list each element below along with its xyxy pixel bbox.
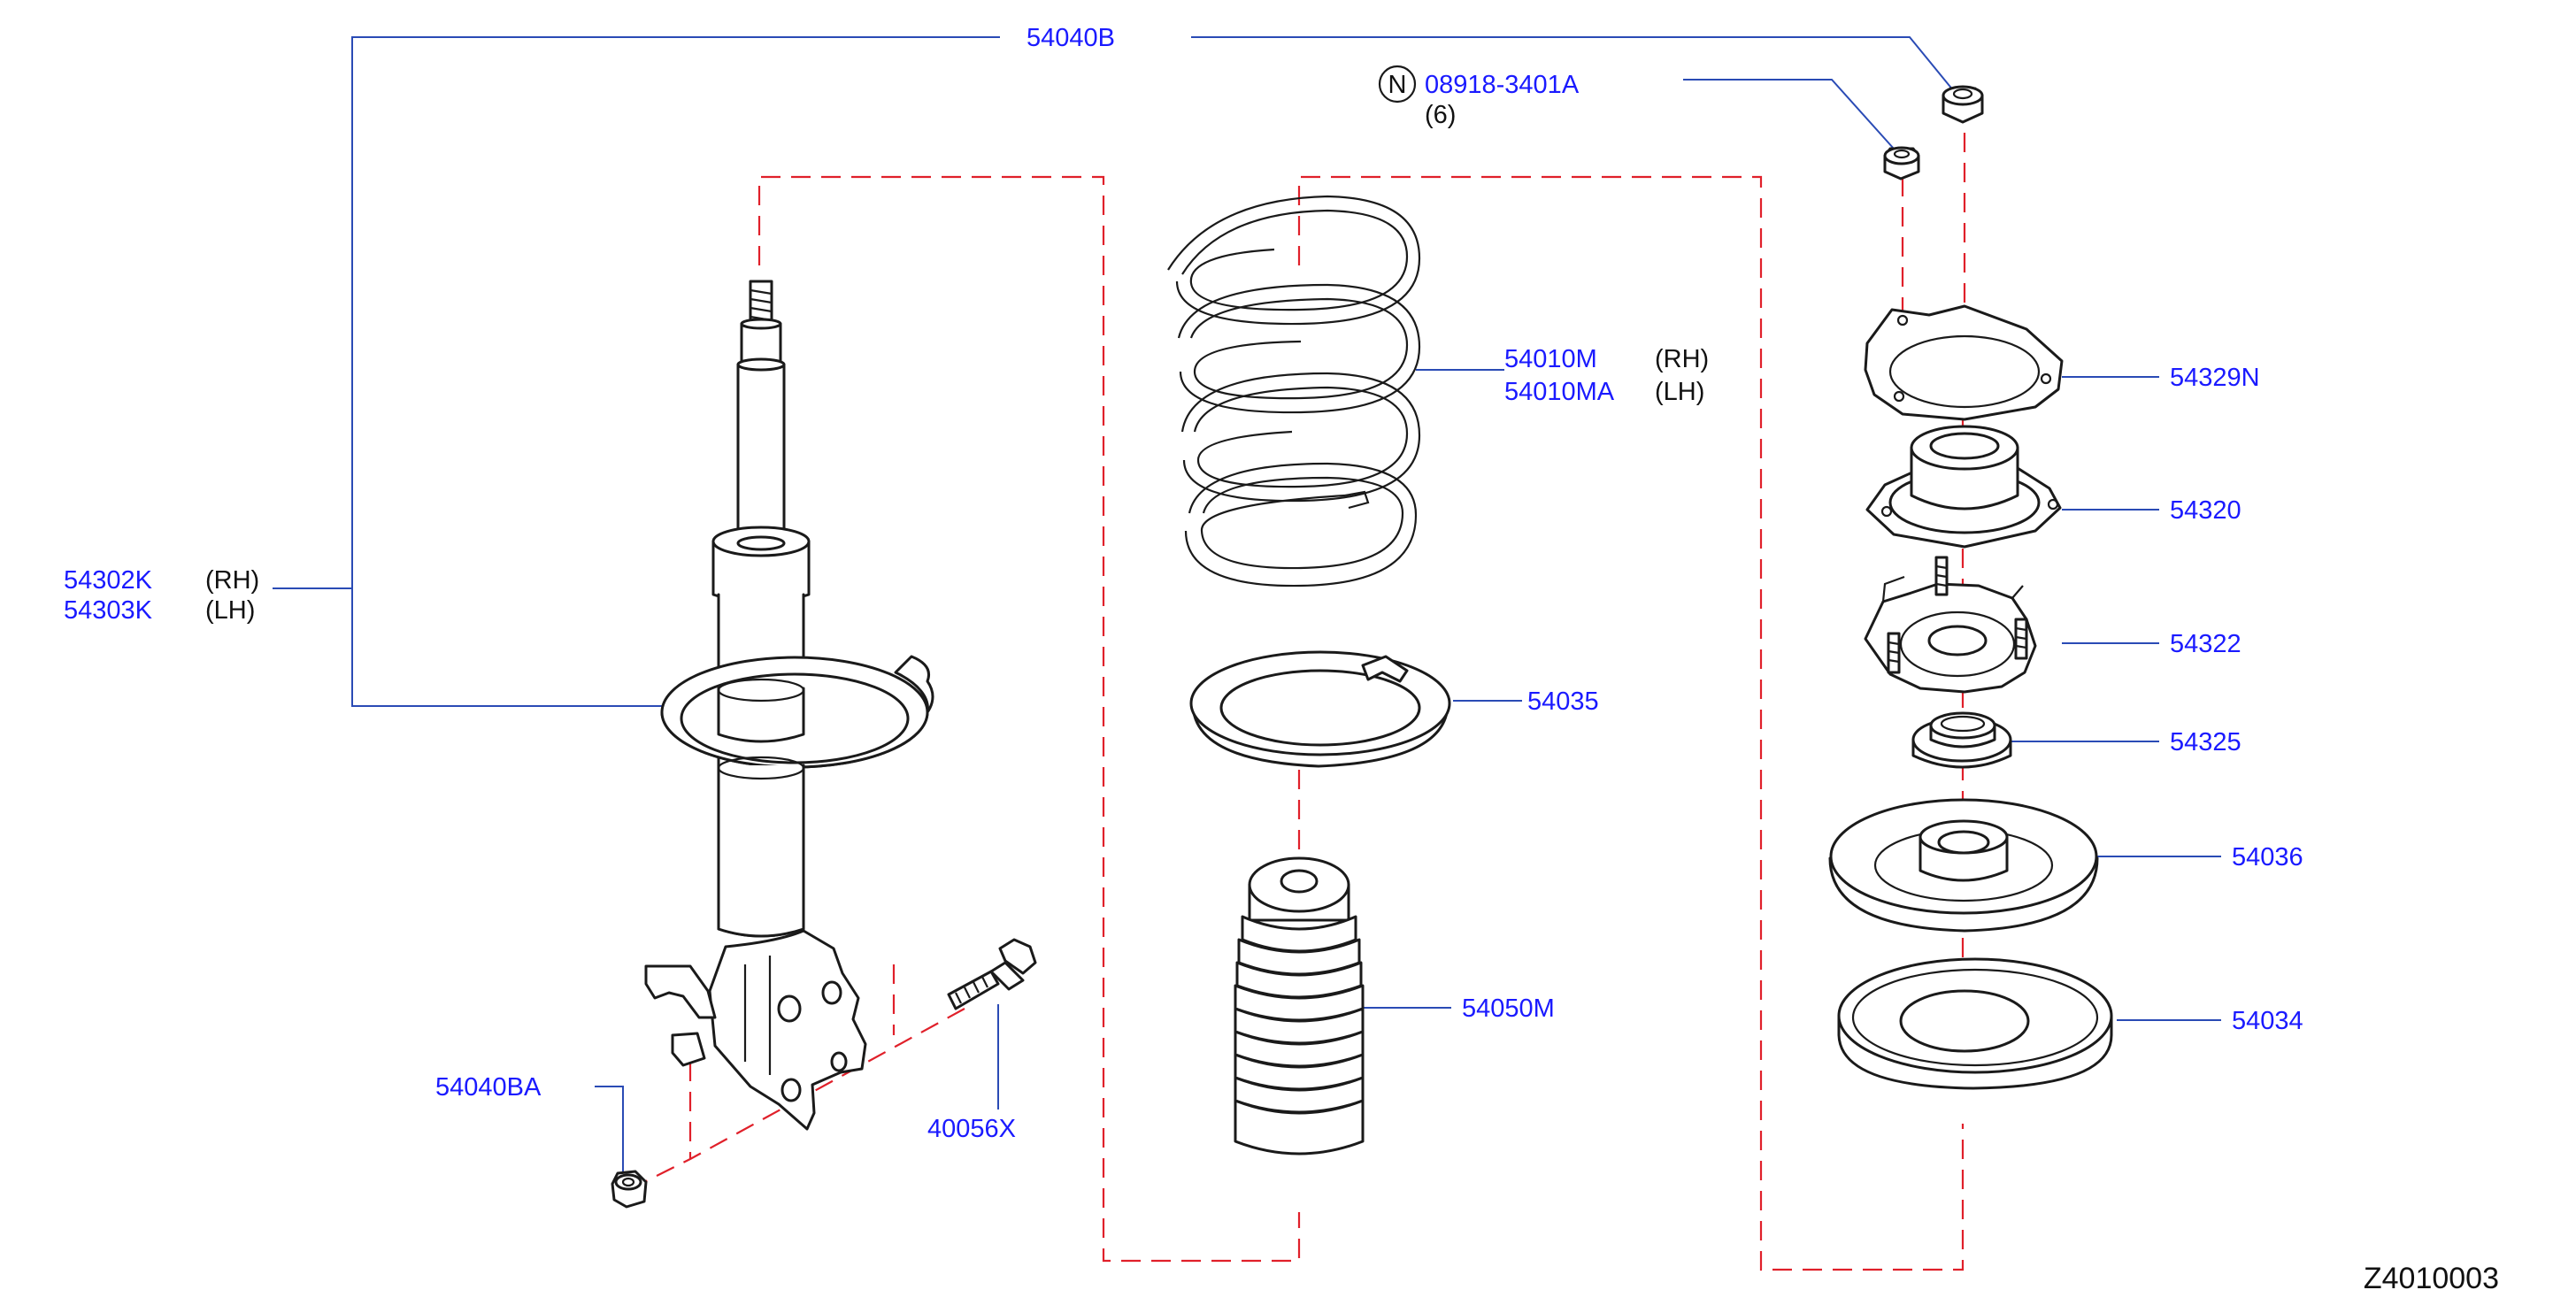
dust-boot-bump-stop [1234,856,1365,1156]
dash-knuckle-bolt [688,964,896,1159]
mount-with-studs-54322 [1864,556,2037,694]
mount-stud [1887,632,1901,674]
label-54040B[interactable]: 54040B [1027,24,1115,52]
label-54302K-side: (RH) [205,566,259,595]
dash-spring-axis [1297,175,1965,1271]
label-08918-qty: (6) [1425,101,1456,129]
label-08918-3401A[interactable]: 08918-3401A [1425,71,1580,99]
mount-plate-54329N [1864,304,2064,421]
dash-strut-to-boot [757,175,1301,1263]
label-54302K[interactable]: 54302K [64,566,153,595]
mount-stud [2014,618,2028,660]
upper-nut-54040B [1942,85,1984,124]
leader-54040BA [595,1086,624,1181]
bolt-40056X [947,938,1037,1010]
n-badge: N [1388,71,1407,99]
dash-bolt-line [636,1008,965,1186]
insulator-54034 [1837,957,2113,1090]
label-54325[interactable]: 54325 [2170,728,2242,756]
bearing-54325 [1911,711,2012,769]
spring-seat-54036 [1828,798,2099,933]
label-54329N[interactable]: 54329N [2170,364,2260,392]
label-54320[interactable]: 54320 [2170,496,2242,525]
leader-08918 [1683,79,1895,150]
strut-spring-seat [660,655,934,769]
label-54303K[interactable]: 54303K [64,596,153,625]
mount-stud [1934,556,1949,596]
label-54322[interactable]: 54322 [2170,630,2242,658]
boot-bellows [1234,915,1365,1156]
label-54010MA-side: (LH) [1655,378,1704,406]
upper-nut-08918 [1883,146,1920,180]
label-40056X[interactable]: 40056X [927,1115,1016,1143]
strut-knuckle-bracket [644,929,867,1131]
label-54050M[interactable]: 54050M [1462,994,1555,1023]
n-badge-circle [1378,65,1417,104]
label-54303K-side: (LH) [205,596,255,625]
label-54034[interactable]: 54034 [2232,1007,2303,1035]
leader-lines [273,36,2221,1181]
rubber-spring-seat [1189,650,1451,768]
label-54040BA[interactable]: 54040BA [435,1073,542,1102]
upper-insulator-54320 [1865,425,2062,549]
diagram-code: Z4010003 [2364,1262,2499,1295]
leader-54040B [351,36,1958,707]
label-54010M[interactable]: 54010M [1504,345,1597,373]
strut-piston-rod [736,363,786,559]
label-54035[interactable]: 54035 [1527,687,1599,716]
label-54036[interactable]: 54036 [2232,843,2303,871]
strut-assembly [644,280,934,1131]
part-labels: 54040B N 08918-3401A (6) 54010M (RH) 540… [64,24,2499,1295]
coil-spring [1167,195,1421,587]
label-54010MA[interactable]: 54010MA [1504,378,1615,406]
label-54010M-side: (RH) [1655,345,1709,373]
flange-nut-54040BA [611,1170,648,1209]
